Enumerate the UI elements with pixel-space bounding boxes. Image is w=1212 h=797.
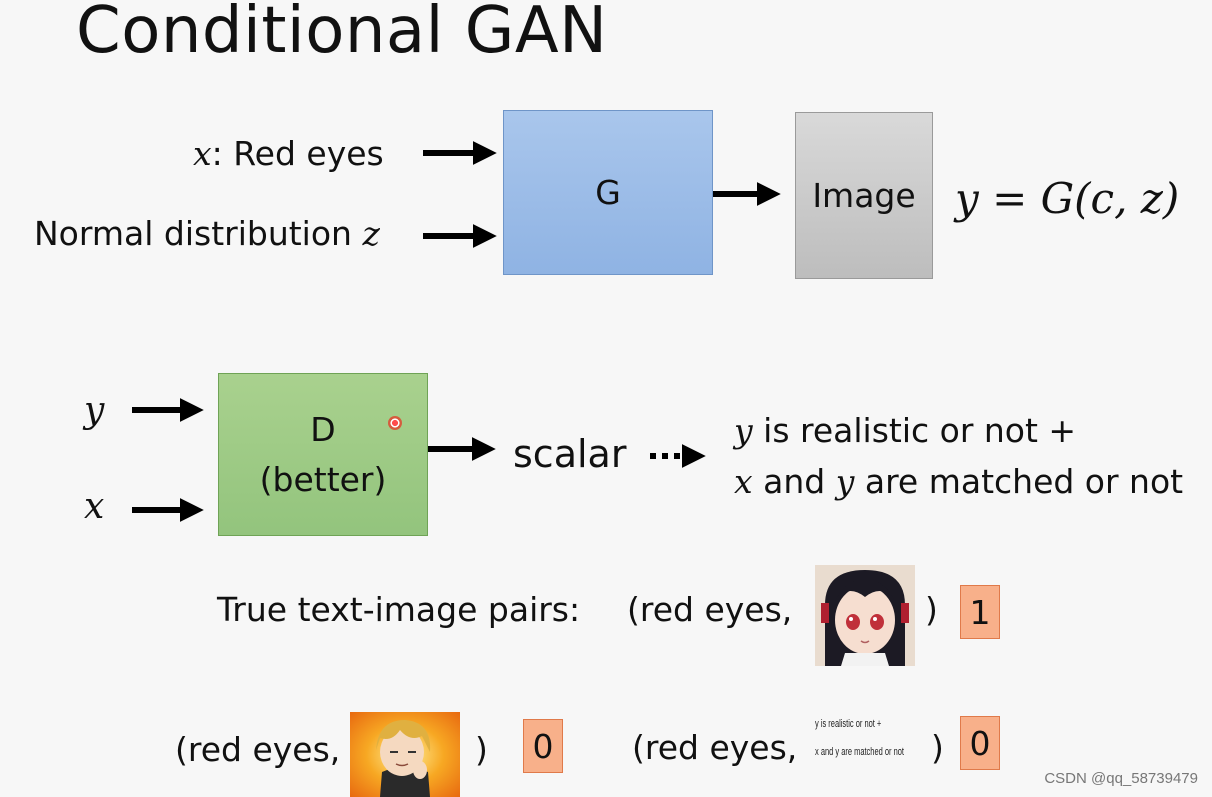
laser-pointer-dot bbox=[388, 416, 402, 430]
true-score-badge: 1 bbox=[960, 585, 1000, 639]
input-x-label: x: Red eyes bbox=[193, 134, 384, 173]
generator-box: G bbox=[503, 110, 713, 275]
text-as-image: y is realistic or not + x and y are matc… bbox=[815, 710, 925, 772]
text-image-line-1: y is realistic or not + bbox=[815, 718, 882, 730]
watermark: CSDN @qq_58739479 bbox=[1044, 770, 1198, 787]
input-z-label: Normal distribution z bbox=[34, 214, 380, 253]
discriminator-sublabel: (better) bbox=[259, 459, 387, 499]
false-pair-2-close: ) bbox=[931, 728, 944, 767]
image-box: Image bbox=[795, 112, 933, 279]
anime-girl-red-eyes-image bbox=[815, 565, 915, 666]
false-pair-1-open: (red eyes, bbox=[175, 730, 341, 769]
generator-formula: y = G(c, z) bbox=[955, 174, 1180, 223]
desc-line-2: x and y are matched or not bbox=[734, 462, 1184, 501]
slide-title: Conditional GAN bbox=[76, 0, 608, 68]
anime-boy-image bbox=[350, 712, 460, 797]
false-pair-1-close: ) bbox=[475, 730, 488, 769]
false-score-badge-2: 0 bbox=[960, 716, 1000, 770]
true-pair-close: ) bbox=[925, 590, 938, 629]
desc-line-1: y is realistic or not + bbox=[734, 411, 1077, 450]
discriminator-box: D (better) bbox=[218, 373, 428, 536]
scalar-label: scalar bbox=[513, 432, 627, 476]
input-x-label-d: x bbox=[84, 486, 105, 527]
false-score-badge-1: 0 bbox=[523, 719, 563, 773]
text-image-line-2: x and y are matched or not bbox=[815, 746, 904, 758]
true-pairs-label: True text-image pairs: bbox=[217, 590, 581, 629]
input-y-label: y bbox=[84, 390, 105, 431]
true-pair-open: (red eyes, bbox=[627, 590, 793, 629]
discriminator-label: D bbox=[310, 409, 336, 449]
false-pair-2-open: (red eyes, bbox=[632, 728, 798, 767]
